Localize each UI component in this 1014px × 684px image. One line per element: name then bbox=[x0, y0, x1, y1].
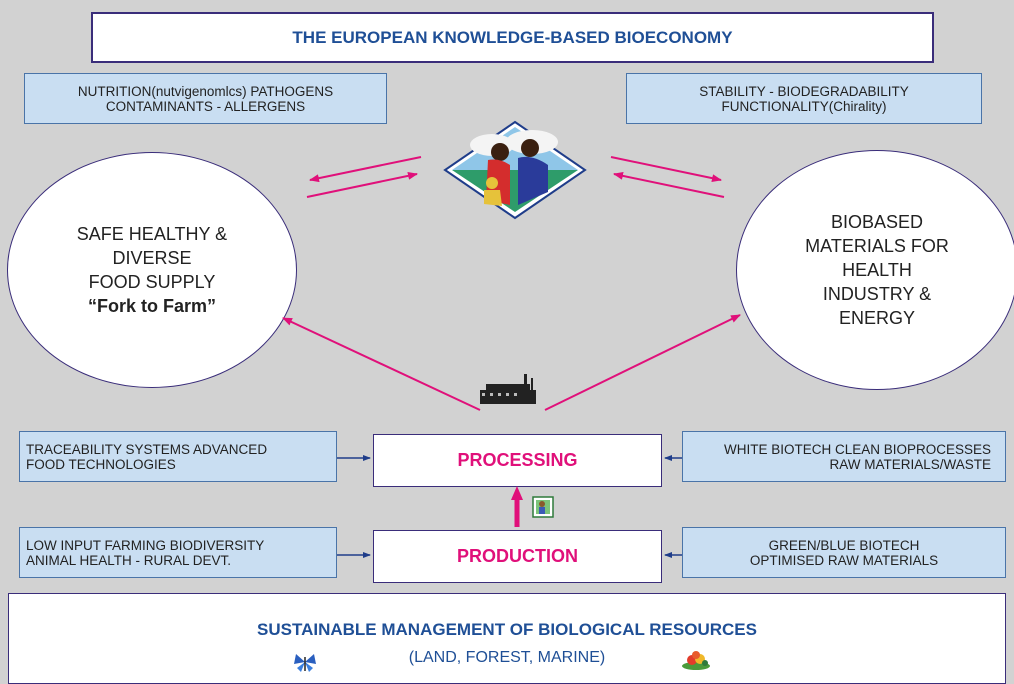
factory-icon bbox=[480, 374, 536, 404]
footer-title: SUSTAINABLE MANAGEMENT OF BIOLOGICAL RES… bbox=[257, 620, 757, 639]
footer-box: SUSTAINABLE MANAGEMENT OF BIOLOGICAL RES… bbox=[8, 593, 1006, 684]
fork-to-farm-text: “Fork to Farm” bbox=[87, 296, 216, 316]
biobased-line1: BIOBASED bbox=[830, 212, 924, 232]
white-biotech-line2: RAW MATERIALS/WASTE bbox=[829, 456, 991, 472]
biobased-materials-ellipse: BIOBASED MATERIALS FOR HEALTH INDUSTRY &… bbox=[736, 150, 1014, 390]
flower-icon bbox=[682, 651, 710, 670]
production-label: PRODUCTION bbox=[457, 546, 578, 566]
arrow-processing-to-food bbox=[282, 317, 481, 411]
green-biotech-line1: GREEN/BLUE BIOTECH bbox=[768, 537, 920, 553]
stability-line1: STABILITY - BIODEGRADABILITY bbox=[699, 83, 909, 99]
nutrition-box: NUTRITION(nutvigenomlcs) PATHOGENS CONTA… bbox=[24, 73, 387, 124]
stability-line2: FUNCTIONALITY(Chirality) bbox=[721, 98, 887, 114]
page-title: THE EUROPEAN KNOWLEDGE-BASED BIOECONOMY bbox=[292, 27, 733, 47]
food-line3: FOOD SUPPLY bbox=[88, 272, 216, 292]
traceability-line1: TRACEABILITY SYSTEMS ADVANCED bbox=[26, 441, 268, 457]
butterfly-icon bbox=[294, 654, 316, 672]
title-box: THE EUROPEAN KNOWLEDGE-BASED BIOECONOMY bbox=[91, 12, 934, 63]
low-input-farming-box: LOW INPUT FARMING BIODIVERSITY ANIMAL HE… bbox=[19, 527, 337, 578]
stability-box: STABILITY - BIODEGRADABILITY FUNCTIONALI… bbox=[626, 73, 982, 124]
traceability-line2: FOOD TECHNOLOGIES bbox=[26, 456, 176, 472]
production-box: PRODUCTION bbox=[373, 530, 662, 583]
green-biotech-line2: OPTIMISED RAW MATERIALS bbox=[749, 552, 939, 568]
farming-line1: LOW INPUT FARMING BIODIVERSITY bbox=[26, 537, 265, 553]
white-biotech-box: WHITE BIOTECH CLEAN BIOPROCESSES RAW MAT… bbox=[682, 431, 1006, 482]
exchange-arrows-left bbox=[306, 156, 422, 198]
nutrition-line1: NUTRITION(nutvigenomlcs) PATHOGENS bbox=[77, 83, 334, 99]
biobased-line4: INDUSTRY & bbox=[822, 284, 932, 304]
nutrition-line2: CONTAMINANTS - ALLERGENS bbox=[105, 98, 306, 114]
food-supply-ellipse: SAFE HEALTHY & DIVERSE FOOD SUPPLY “Fork… bbox=[7, 152, 297, 388]
biobased-line2: MATERIALS FOR bbox=[805, 236, 949, 256]
arrow-processing-to-biobased bbox=[544, 314, 741, 411]
food-line1: SAFE HEALTHY & bbox=[76, 224, 228, 244]
family-icon bbox=[443, 120, 587, 220]
processing-label: PROCESSING bbox=[457, 450, 578, 470]
arrow-from-food-supply bbox=[306, 171, 418, 198]
farming-line2: ANIMAL HEALTH - RURAL DEVT. bbox=[26, 552, 232, 568]
arrow-to-food-supply bbox=[309, 156, 422, 183]
footer-subtitle: (LAND, FOREST, MARINE) bbox=[408, 649, 606, 666]
farmer-icon bbox=[532, 496, 554, 518]
traceability-box: TRACEABILITY SYSTEMS ADVANCED FOOD TECHN… bbox=[19, 431, 337, 482]
exchange-arrows-right bbox=[610, 156, 725, 198]
arrow-from-biobased bbox=[613, 171, 725, 198]
biobased-line5: ENERGY bbox=[838, 308, 916, 328]
arrow-to-biobased bbox=[610, 156, 722, 183]
food-line2: DIVERSE bbox=[112, 248, 192, 268]
biobased-line3: HEALTH bbox=[842, 260, 912, 280]
green-blue-biotech-box: GREEN/BLUE BIOTECH OPTIMISED RAW MATERIA… bbox=[682, 527, 1006, 578]
white-biotech-line1: WHITE BIOTECH CLEAN BIOPROCESSES bbox=[723, 441, 991, 457]
